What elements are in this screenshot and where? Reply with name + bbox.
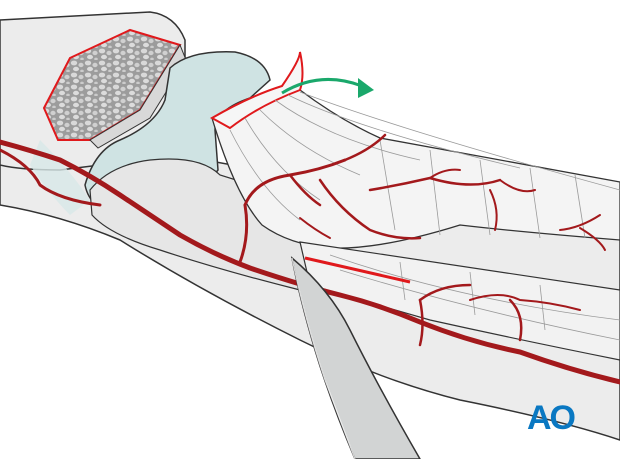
- tendon-fibers: [229, 91, 620, 239]
- ao-logo: AO: [527, 399, 576, 437]
- tendon-flap: [211, 51, 620, 249]
- scalpel-edge: [291, 257, 356, 459]
- incision-line: [304, 256, 411, 284]
- blood-vessels: [0, 133, 620, 385]
- flap-cut-edge: [209, 51, 304, 130]
- curved-arrow-icon: [281, 77, 374, 98]
- tendon-strip-fibers: [329, 254, 620, 341]
- joint-capsule: [30, 140, 90, 215]
